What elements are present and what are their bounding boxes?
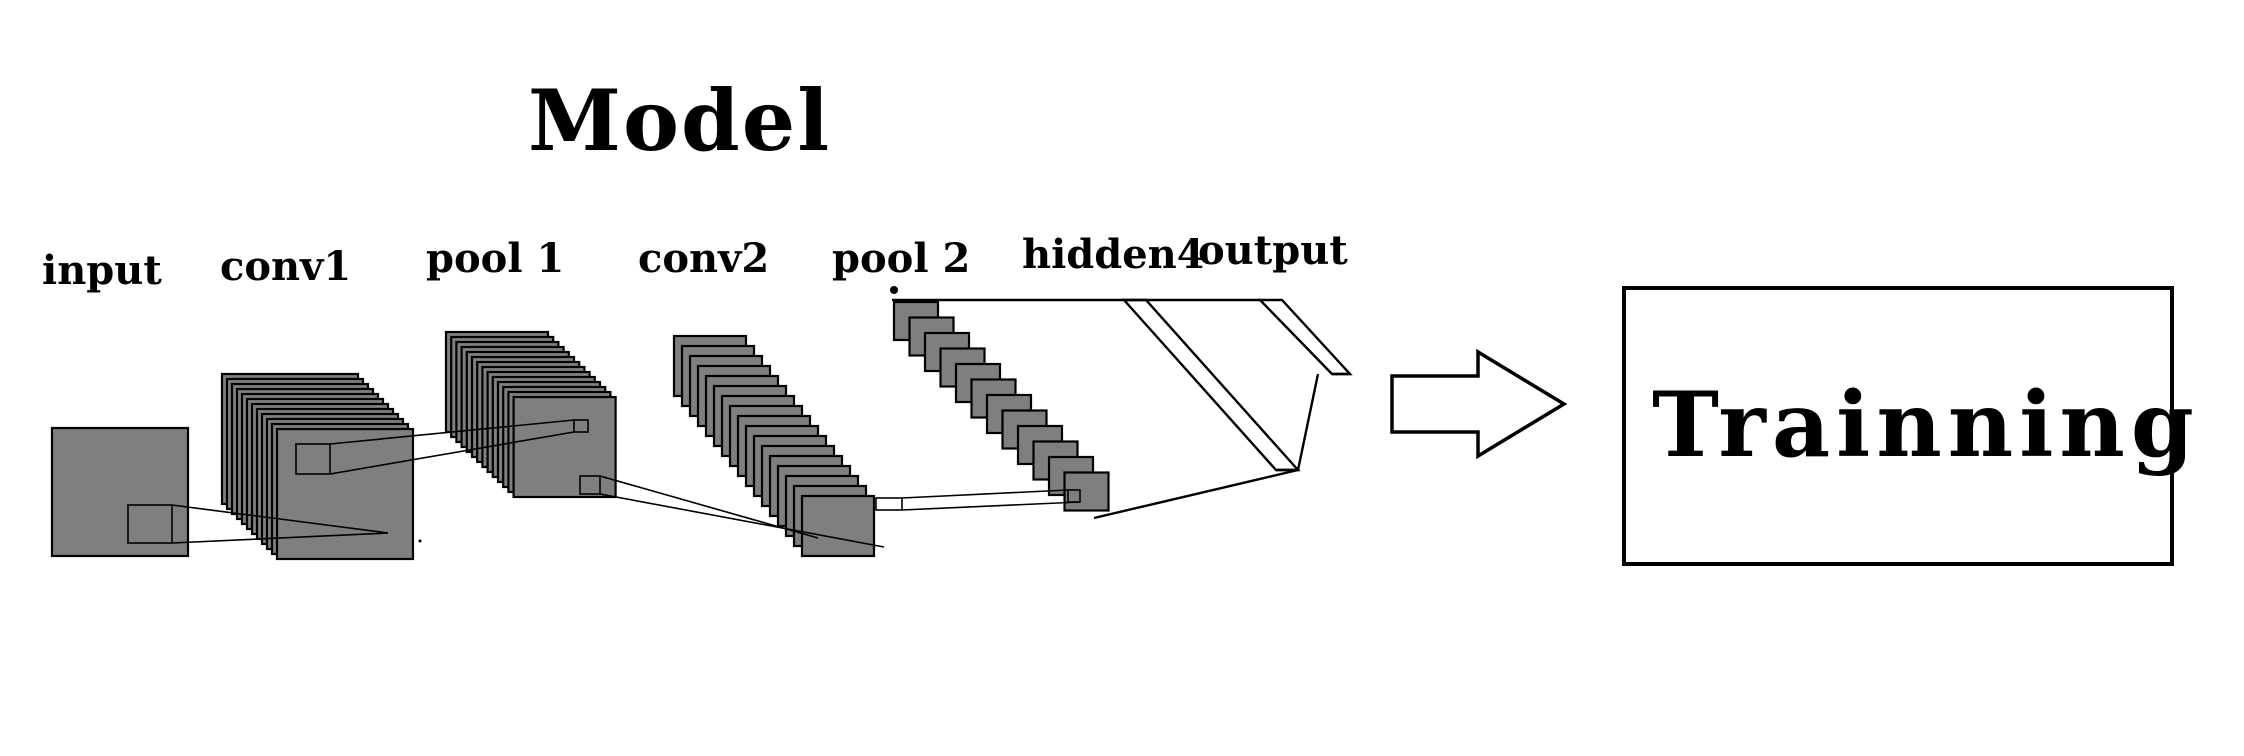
conv1-receptive-window [295,443,331,475]
conv2-feature-maps [672,334,876,558]
layer-label-conv2: conv2 [638,235,769,282]
hidden4-output-connections [890,286,1353,520]
layer-connections [171,419,1081,548]
pool1-window-bottom [579,475,601,495]
layer-label-hidden4: hidden4 [1022,231,1205,278]
training-label: Trainning [1652,372,2200,478]
pool1-feature-maps [444,330,617,499]
right-arrow-icon [1390,348,1568,460]
conv2-receptive-window [875,497,903,511]
layer-label-pool2: pool 2 [832,235,970,282]
layer-label-output: output [1198,227,1348,274]
training-box [1622,286,2174,566]
input-feature-map [50,426,190,558]
input-receptive-window [127,504,173,544]
conv2-map-17 [800,494,876,558]
layer-label-input: input [42,247,162,294]
layer-label-conv1: conv1 [220,243,351,290]
pool1-map-14 [512,395,617,499]
layer-label-pool1: pool 1 [426,235,564,282]
pool1-window-top [573,419,589,433]
pool2-feature-maps [892,300,1110,512]
diagram-title: Model [528,71,831,170]
conv1-map-12 [275,427,415,561]
input-map-1 [50,426,190,558]
pool2-map-12 [1063,471,1110,512]
conv1-feature-maps [220,372,415,561]
